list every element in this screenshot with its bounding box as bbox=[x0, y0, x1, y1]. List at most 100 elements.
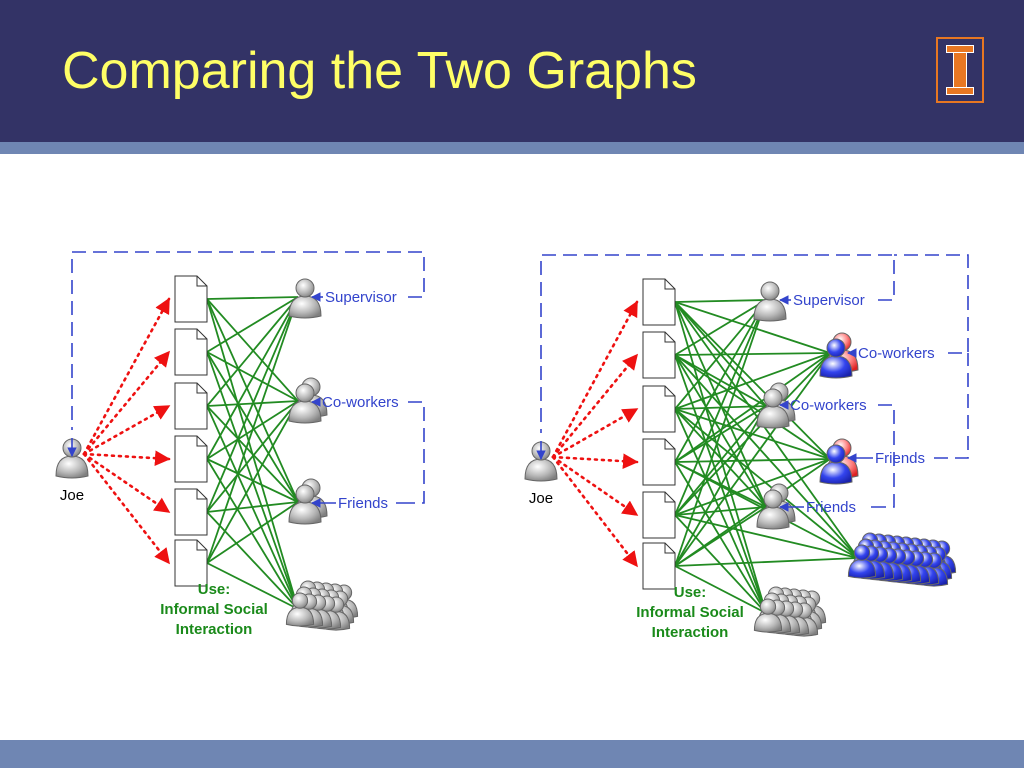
coworkers-label: Co-workers bbox=[322, 394, 399, 411]
usage-edge bbox=[674, 299, 767, 516]
usage-edge bbox=[674, 301, 859, 559]
usage-edge bbox=[206, 400, 299, 564]
usage-edge bbox=[674, 301, 831, 354]
university-logo-icon bbox=[936, 37, 984, 103]
community-crowd-icon bbox=[847, 532, 957, 587]
document-icon bbox=[642, 385, 676, 433]
usage-edge bbox=[674, 299, 767, 463]
joe-edge bbox=[551, 455, 639, 568]
feedback-loop bbox=[71, 251, 425, 430]
header-stripe bbox=[0, 142, 1024, 154]
usage-edge bbox=[674, 299, 767, 567]
title-bar bbox=[0, 0, 1024, 142]
document-icon bbox=[642, 278, 676, 326]
friends-label: Friends bbox=[875, 450, 925, 467]
document-icon bbox=[174, 328, 208, 376]
usage-edge bbox=[674, 408, 767, 508]
usage-edge bbox=[206, 296, 299, 407]
usage-edge bbox=[206, 296, 299, 460]
coworkers-grey-label: Co-workers bbox=[790, 397, 867, 414]
use-label-line: Informal Social bbox=[636, 604, 744, 621]
grey-crowd-icon bbox=[753, 586, 827, 637]
person-icon bbox=[756, 388, 790, 429]
document-icon bbox=[642, 331, 676, 379]
usage-edge bbox=[206, 511, 299, 610]
joe-edge bbox=[82, 297, 171, 456]
friends-label: Friends bbox=[338, 495, 388, 512]
usage-edge bbox=[206, 400, 299, 513]
slide-title: Comparing the Two Graphs bbox=[62, 42, 697, 100]
use-label-line: Use: bbox=[674, 584, 707, 601]
document-icon bbox=[642, 491, 676, 539]
person-icon bbox=[285, 592, 315, 627]
feedback-loop bbox=[868, 404, 895, 508]
document-icon bbox=[174, 275, 208, 323]
usage-edge bbox=[206, 296, 299, 564]
joe-edge bbox=[82, 404, 171, 456]
usage-edge bbox=[206, 501, 299, 564]
friends-grey-person-icon bbox=[756, 483, 796, 530]
feedback-loop bbox=[540, 254, 895, 433]
person-icon bbox=[753, 598, 783, 633]
usage-edge bbox=[674, 352, 831, 356]
usage-edge bbox=[674, 352, 831, 463]
right-graph: JoeSupervisorCo-workersCo-workersFriends… bbox=[524, 254, 969, 641]
usage-edge bbox=[206, 296, 299, 513]
supervisor-label: Supervisor bbox=[793, 292, 865, 309]
coworkers-person-icon bbox=[819, 332, 859, 379]
feedback-loop bbox=[395, 401, 425, 504]
feedback-loop bbox=[934, 353, 969, 459]
joe-edge bbox=[551, 455, 639, 517]
usage-edge bbox=[674, 458, 831, 516]
use-label-line: Use: bbox=[198, 581, 231, 598]
usage-edge bbox=[674, 408, 859, 559]
usage-edge bbox=[674, 565, 767, 614]
usage-edge bbox=[206, 405, 299, 503]
usage-edge bbox=[206, 296, 299, 353]
usage-edge bbox=[206, 351, 299, 503]
use-label-line: Informal Social bbox=[160, 601, 268, 618]
usage-edge bbox=[206, 501, 299, 513]
document-icon bbox=[174, 539, 208, 587]
footer-bar bbox=[0, 740, 1024, 768]
document-icon bbox=[642, 438, 676, 486]
use-label-line: Interaction bbox=[176, 621, 253, 638]
joe-edge bbox=[551, 407, 639, 459]
coworkers-label: Co-workers bbox=[858, 345, 935, 362]
usage-edge bbox=[674, 506, 767, 516]
usage-edge bbox=[206, 296, 299, 300]
usage-edge bbox=[674, 352, 831, 567]
usage-edge bbox=[206, 458, 299, 610]
joe-label: Joe bbox=[529, 490, 553, 507]
joe-edge bbox=[82, 450, 171, 466]
usage-edge bbox=[674, 405, 767, 567]
usage-edge bbox=[206, 562, 299, 610]
friends-person-icon bbox=[288, 478, 328, 525]
person-icon bbox=[756, 489, 790, 530]
document-icon bbox=[174, 382, 208, 430]
usage-edge bbox=[674, 299, 767, 303]
community-crowd-icon bbox=[285, 580, 359, 631]
usage-edge bbox=[674, 557, 859, 567]
person-icon bbox=[819, 444, 853, 485]
joe-edge bbox=[82, 452, 171, 514]
usage-edge bbox=[674, 506, 767, 567]
document-icon bbox=[174, 488, 208, 536]
joe-edge bbox=[551, 300, 639, 459]
usage-edge bbox=[206, 298, 299, 402]
joe-edge bbox=[551, 453, 639, 469]
usage-edge bbox=[674, 299, 767, 410]
person-icon bbox=[819, 338, 853, 379]
document-icon bbox=[642, 542, 676, 590]
usage-edge bbox=[674, 405, 767, 516]
use-label-line: Interaction bbox=[652, 624, 729, 641]
usage-edge bbox=[674, 352, 831, 410]
usage-edge bbox=[206, 298, 299, 503]
left-graph: JoeSupervisorCo-workersFriendsUse:Inform… bbox=[55, 251, 425, 638]
usage-edge bbox=[674, 299, 767, 356]
friends-grey-label: Friends bbox=[806, 499, 856, 516]
joe-edge bbox=[551, 353, 639, 459]
person-icon bbox=[847, 544, 877, 579]
document-icon bbox=[174, 435, 208, 483]
